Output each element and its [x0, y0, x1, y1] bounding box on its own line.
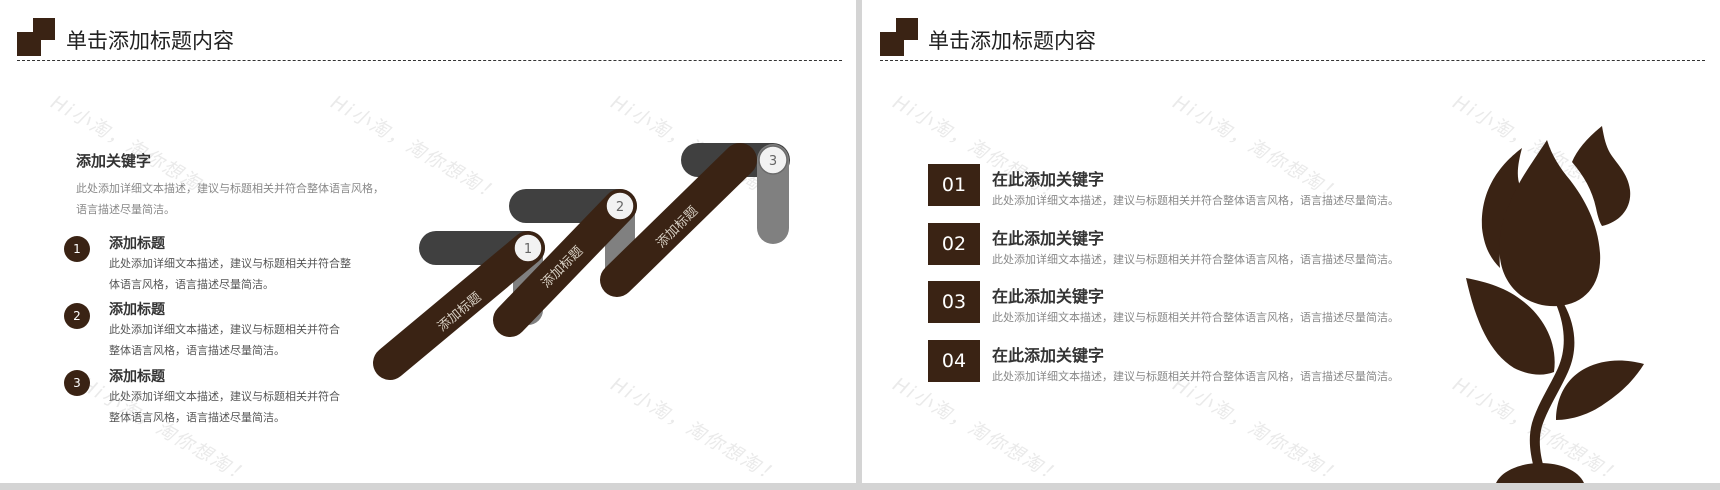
step-desc: 此处添加详细文本描述，建议与标题相关并符合整体语言风格，语言描述尽量简洁。	[109, 323, 340, 357]
list-item[interactable]: 01 在此添加关键字 此处添加详细文本描述，建议与标题相关并符合整体语言风格，语…	[928, 164, 1428, 207]
watermark: Hi小淘，淘你想淘！	[889, 373, 1066, 483]
stair-arrows-graphic: 1 添加标题 2 添加标题 3 添加标题	[373, 143, 790, 380]
step-number-badge: 2	[64, 303, 90, 329]
slide-right[interactable]: Hi小淘，淘你想淘！ Hi小淘，淘你想淘！ Hi小淘，淘你想淘！ Hi小淘，淘你…	[862, 0, 1720, 483]
list-item[interactable]: 04 在此添加关键字 此处添加详细文本描述，建议与标题相关并符合整体语言风格，语…	[928, 340, 1428, 383]
step-number-badge: 1	[64, 236, 90, 262]
arrow-1-number: 1	[524, 242, 532, 257]
row-number-box: 03	[928, 281, 980, 323]
arrow-2-number: 2	[616, 200, 624, 215]
row-desc: 此处添加详细文本描述，建议与标题相关并符合整体语言风格，语言描述尽量简洁。	[992, 253, 1399, 266]
step-number-badge: 3	[64, 370, 90, 396]
title-logo-icon	[880, 18, 918, 56]
list-item[interactable]: 03 在此添加关键字 此处添加详细文本描述，建议与标题相关并符合整体语言风格，语…	[928, 281, 1428, 324]
slide-title[interactable]: 单击添加标题内容	[66, 29, 234, 53]
watermark: Hi小淘，淘你想淘！	[1169, 373, 1346, 483]
arrow-3-number: 3	[769, 154, 777, 169]
title-divider	[17, 60, 842, 61]
step-desc: 此处添加详细文本描述，建议与标题相关并符合整体语言风格，语言描述尽量简洁。	[109, 257, 351, 291]
row-desc: 此处添加详细文本描述，建议与标题相关并符合整体语言风格，语言描述尽量简洁。	[992, 194, 1399, 207]
slide-title[interactable]: 单击添加标题内容	[928, 29, 1096, 53]
arrow-3-number-circle	[758, 145, 788, 175]
arrow-1-number-circle	[513, 233, 543, 263]
row-title: 在此添加关键字	[992, 170, 1105, 189]
arrow-2-number-circle	[605, 191, 635, 221]
list-item[interactable]: 02 在此添加关键字 此处添加详细文本描述，建议与标题相关并符合整体语言风格，语…	[928, 223, 1428, 266]
step-desc: 此处添加详细文本描述，建议与标题相关并符合整体语言风格，语言描述尽量简洁。	[109, 390, 340, 424]
row-desc: 此处添加详细文本描述，建议与标题相关并符合整体语言风格，语言描述尽量简洁。	[992, 311, 1399, 324]
row-number-box: 04	[928, 340, 980, 382]
title-divider	[880, 60, 1705, 61]
slide-left[interactable]: Hi小淘，淘你想淘！ Hi小淘，淘你想淘！ Hi小淘，淘你想淘！ Hi小淘，淘你…	[0, 0, 856, 483]
row-title: 在此添加关键字	[992, 287, 1105, 306]
keyword-title[interactable]: 添加关键字	[76, 152, 152, 170]
step-title: 添加标题	[109, 369, 165, 385]
step-title: 添加标题	[109, 302, 165, 318]
row-number-box: 01	[928, 164, 980, 206]
arrow-step-3[interactable]: 3 添加标题	[600, 143, 790, 297]
row-title: 在此添加关键字	[992, 346, 1105, 365]
row-desc: 此处添加详细文本描述，建议与标题相关并符合整体语言风格，语言描述尽量简洁。	[992, 370, 1399, 383]
tulip-plant-icon	[1466, 126, 1644, 483]
row-title: 在此添加关键字	[992, 229, 1105, 248]
step-title: 添加标题	[109, 236, 165, 252]
row-number-box: 02	[928, 223, 980, 265]
keyword-desc[interactable]: 此处添加详细文本描述，建议与标题相关并符合整体语言风格，语言描述尽量简洁。	[76, 182, 384, 216]
title-logo-icon	[17, 18, 55, 56]
